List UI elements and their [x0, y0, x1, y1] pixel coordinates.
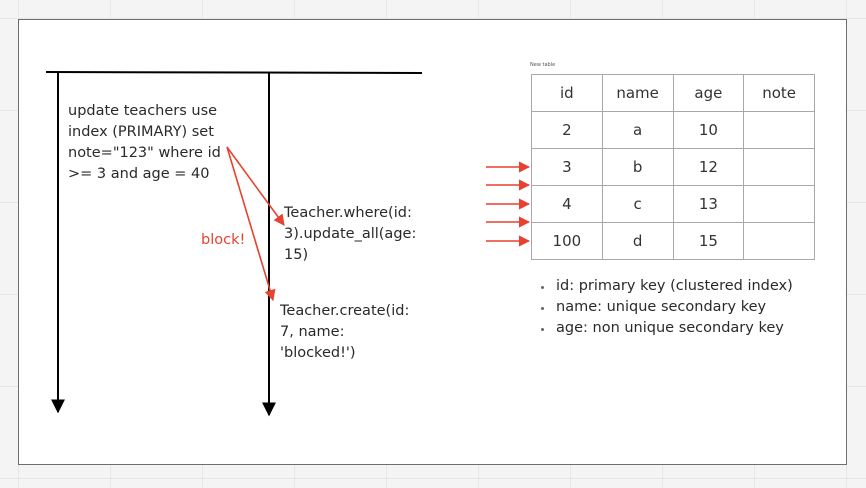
- table-row: 100 d 15: [531, 222, 815, 260]
- create-statement: Teacher.create(id: 7, name: 'blocked!'): [280, 303, 410, 361]
- key-notes-list: id: primary key (clustered index) name: …: [536, 276, 793, 339]
- table-cell: 12: [672, 148, 745, 186]
- table-row: 3 b 12: [531, 148, 815, 186]
- block-label: block!: [201, 232, 246, 248]
- table-cell: a: [601, 111, 674, 149]
- table-cell: [743, 185, 815, 223]
- table-cell: 100: [531, 222, 603, 260]
- table-cell: [743, 148, 815, 186]
- block-arrow-1: [226, 146, 285, 226]
- table-cell: 4: [531, 185, 603, 223]
- column-header: name: [601, 74, 674, 112]
- table-cell: c: [601, 185, 674, 223]
- teachers-table: id name age note 2 a 10 3 b 12 4 c 13 10…: [531, 74, 815, 260]
- update-query-text: update teachers use index (PRIMARY) set …: [68, 103, 221, 182]
- table-row: 4 c 13: [531, 185, 815, 223]
- table-cell: [743, 222, 815, 260]
- table-cell: 10: [672, 111, 745, 149]
- table-cell: 13: [672, 185, 745, 223]
- table-cell: [743, 111, 815, 149]
- table-cell: b: [601, 148, 674, 186]
- column-header: note: [743, 74, 815, 112]
- list-item: age: non unique secondary key: [554, 318, 793, 339]
- where-update-statement: Teacher.where(id: 3).update_all(age: 15): [284, 205, 417, 263]
- list-item: name: unique secondary key: [554, 297, 793, 318]
- table-cell: 15: [672, 222, 745, 260]
- column-header: id: [531, 74, 603, 112]
- table-row: 2 a 10: [531, 111, 815, 149]
- top-horizontal-line: [45, 71, 423, 74]
- column-header: age: [672, 74, 745, 112]
- table-cell: 2: [531, 111, 603, 149]
- block-arrow-2: [226, 146, 276, 302]
- table-cell: 3: [531, 148, 603, 186]
- table-header-row: id name age note: [531, 74, 815, 112]
- list-item: id: primary key (clustered index): [554, 276, 793, 297]
- table-cell: d: [601, 222, 674, 260]
- table-title: New table: [530, 62, 556, 68]
